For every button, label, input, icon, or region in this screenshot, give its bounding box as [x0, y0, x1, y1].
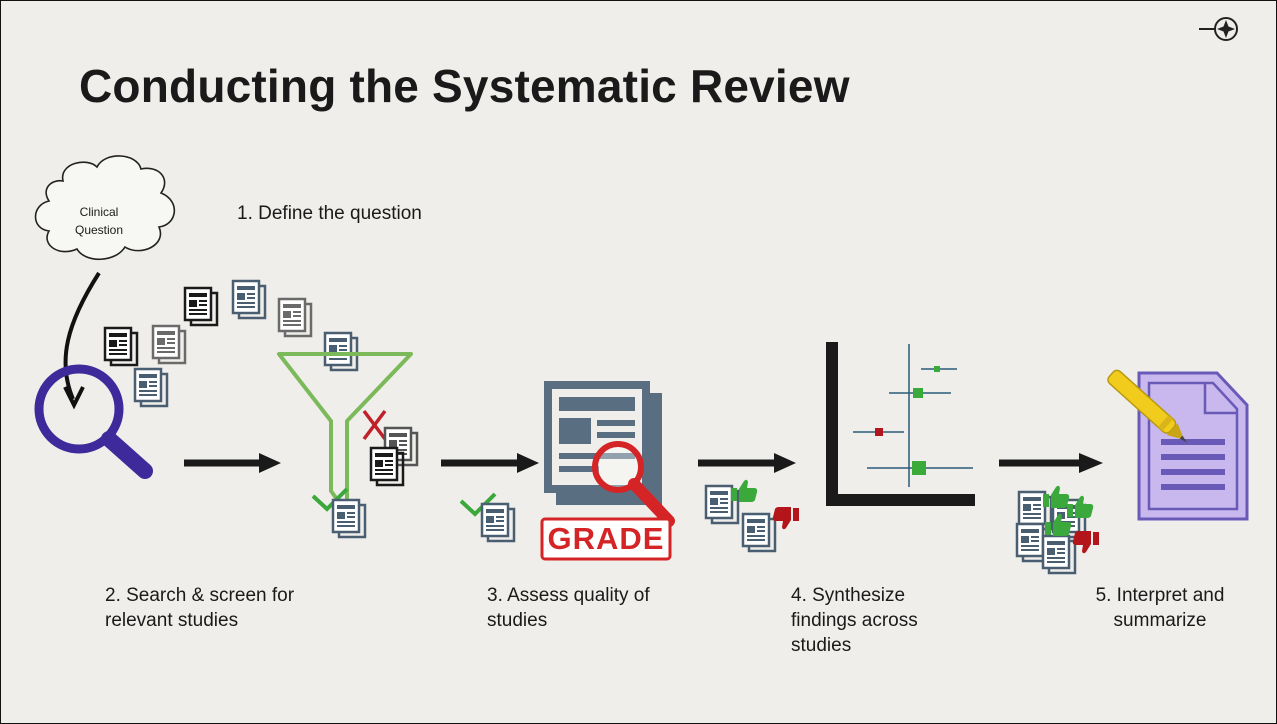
- step-5-caption: 5. Interpret and summarize: [1067, 583, 1253, 633]
- arrow-2: [441, 453, 539, 473]
- cloud-label-line-2: Question: [74, 223, 124, 237]
- step-2-caption-line-1: 2. Search & screen for: [105, 585, 295, 606]
- step-4-caption-line-2: findings across: [791, 610, 918, 631]
- grade-badge: [540, 517, 672, 561]
- accepted-document: [331, 498, 367, 539]
- step-1-caption: 1. Define the question: [237, 203, 422, 224]
- thumbs-up-icon: [731, 479, 758, 502]
- step-4-caption-line-3: studies: [791, 635, 852, 656]
- reject-x-icon: [362, 409, 387, 441]
- rated-document-pile: [1015, 485, 1099, 575]
- grade-label: GRADE: [547, 521, 665, 556]
- step-5-caption-line-2: summarize: [1113, 610, 1207, 631]
- step-4-caption: 4. Synthesize findings across studies: [791, 583, 918, 658]
- forest-plot: [826, 342, 975, 506]
- cloud-label-line-1: Clinical: [79, 205, 119, 219]
- arrow-4: [999, 453, 1103, 473]
- magnifier-icon: [34, 364, 153, 479]
- accepted-check-icon: [311, 487, 349, 512]
- pen-icon: [1107, 369, 1188, 443]
- step-3-caption: 3. Assess quality of studies: [487, 583, 650, 633]
- curved-arrow: [63, 271, 101, 410]
- slide-title: Conducting the Systematic Review: [79, 60, 850, 112]
- step-3-caption-line-1: 3. Assess quality of: [487, 585, 650, 606]
- thumbs-down-icon: [772, 507, 799, 530]
- step-5-caption-line-1: 5. Interpret and: [1095, 585, 1225, 606]
- cloud-label: Clinical Question: [55, 203, 143, 239]
- compass-star-icon: [1199, 17, 1238, 41]
- document-icon-cluster: [103, 279, 359, 408]
- rejected-documents: [369, 426, 419, 487]
- step-4-caption-line-1: 4. Synthesize: [791, 585, 906, 606]
- step-2-caption-line-2: relevant studies: [105, 610, 239, 631]
- report-document-icon: [1137, 371, 1249, 521]
- arrow-3: [698, 453, 796, 473]
- cloud-shape: [34, 155, 176, 260]
- checked-document: [480, 502, 516, 543]
- check-icon: [459, 492, 497, 517]
- step-3-caption-line-2: studies: [487, 610, 548, 631]
- grade-magnifier-icon: [592, 441, 675, 527]
- step-2-caption: 2. Search & screen for relevant studies: [105, 583, 294, 633]
- arrow-1: [184, 453, 281, 473]
